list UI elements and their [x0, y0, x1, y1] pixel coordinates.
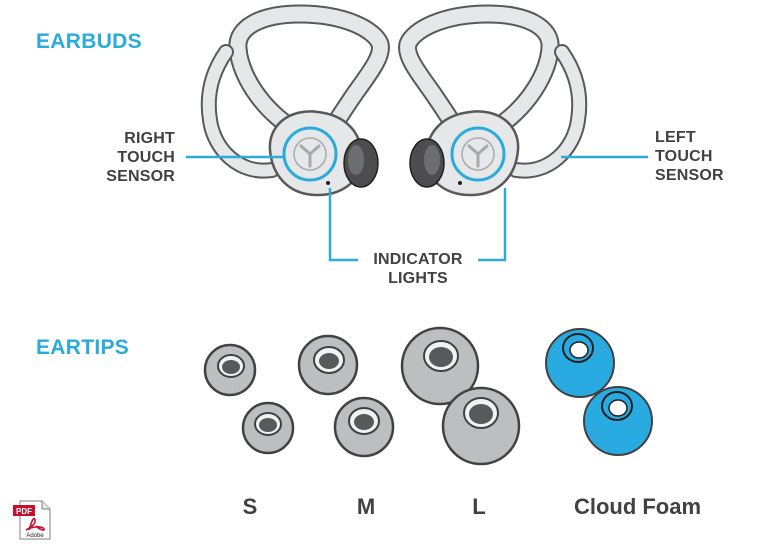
left-indicator-light	[458, 181, 462, 185]
indicator-lights-label: INDICATOR LIGHTS	[358, 250, 478, 288]
eartip-large-1	[400, 326, 480, 406]
left-earbud	[398, 4, 588, 197]
pdf-brand-text: Adobe	[26, 533, 44, 539]
right-sensor-line-3: SENSOR	[106, 168, 175, 185]
eartip-large-2	[441, 386, 521, 466]
left-touch-sensor-label: LEFT TOUCH SENSOR	[655, 128, 755, 185]
right-indicator-light	[326, 181, 330, 185]
left-sensor-line-1: LEFT	[655, 129, 696, 146]
indicator-leader-left	[478, 188, 507, 262]
size-label-l: L	[472, 494, 486, 519]
eartip-cloud-foam-2	[583, 386, 653, 456]
eartip-cloud-foam-1	[545, 328, 615, 398]
indicator-line-1: INDICATOR	[373, 251, 463, 268]
right-earbud	[200, 4, 390, 197]
right-sensor-line-1: RIGHT	[124, 130, 175, 147]
eartip-small-1	[203, 343, 257, 397]
indicator-leader-right	[328, 188, 358, 262]
right-touch-sensor-label: RIGHT TOUCH SENSOR	[80, 129, 175, 186]
left-sensor-line-2: TOUCH	[655, 148, 713, 165]
eartips-title: EARTIPS	[36, 336, 130, 359]
size-label-s: S	[242, 494, 258, 519]
right-sensor-line-2: TOUCH	[117, 149, 175, 166]
eartip-medium-1	[297, 334, 359, 396]
pdf-file-icon[interactable]: PDF Adobe	[12, 500, 54, 540]
left-sensor-line-3: SENSOR	[655, 167, 724, 184]
indicator-line-2: LIGHTS	[388, 270, 448, 287]
eartip-medium-2	[333, 396, 395, 458]
pdf-badge-text: PDF	[16, 507, 32, 516]
size-label-m: M	[356, 494, 376, 519]
eartip-small-2	[241, 401, 295, 455]
size-label-cloud-foam: Cloud Foam	[573, 494, 702, 519]
earbuds-title: EARBUDS	[36, 30, 142, 53]
